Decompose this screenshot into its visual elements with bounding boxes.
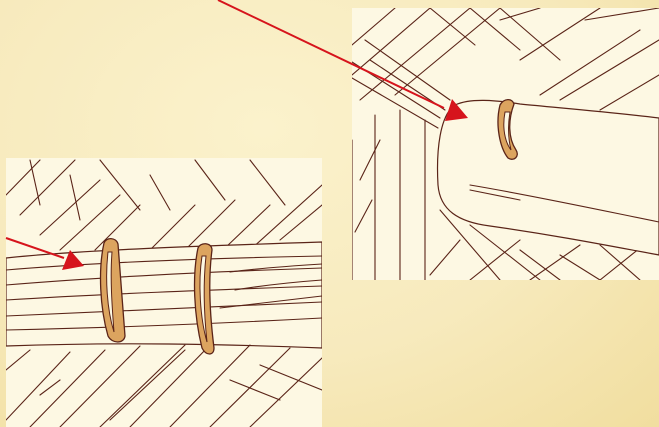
wrapped-bundle-panel	[6, 158, 322, 427]
folded-end-panel	[352, 8, 659, 280]
strand-bundle	[6, 242, 322, 348]
